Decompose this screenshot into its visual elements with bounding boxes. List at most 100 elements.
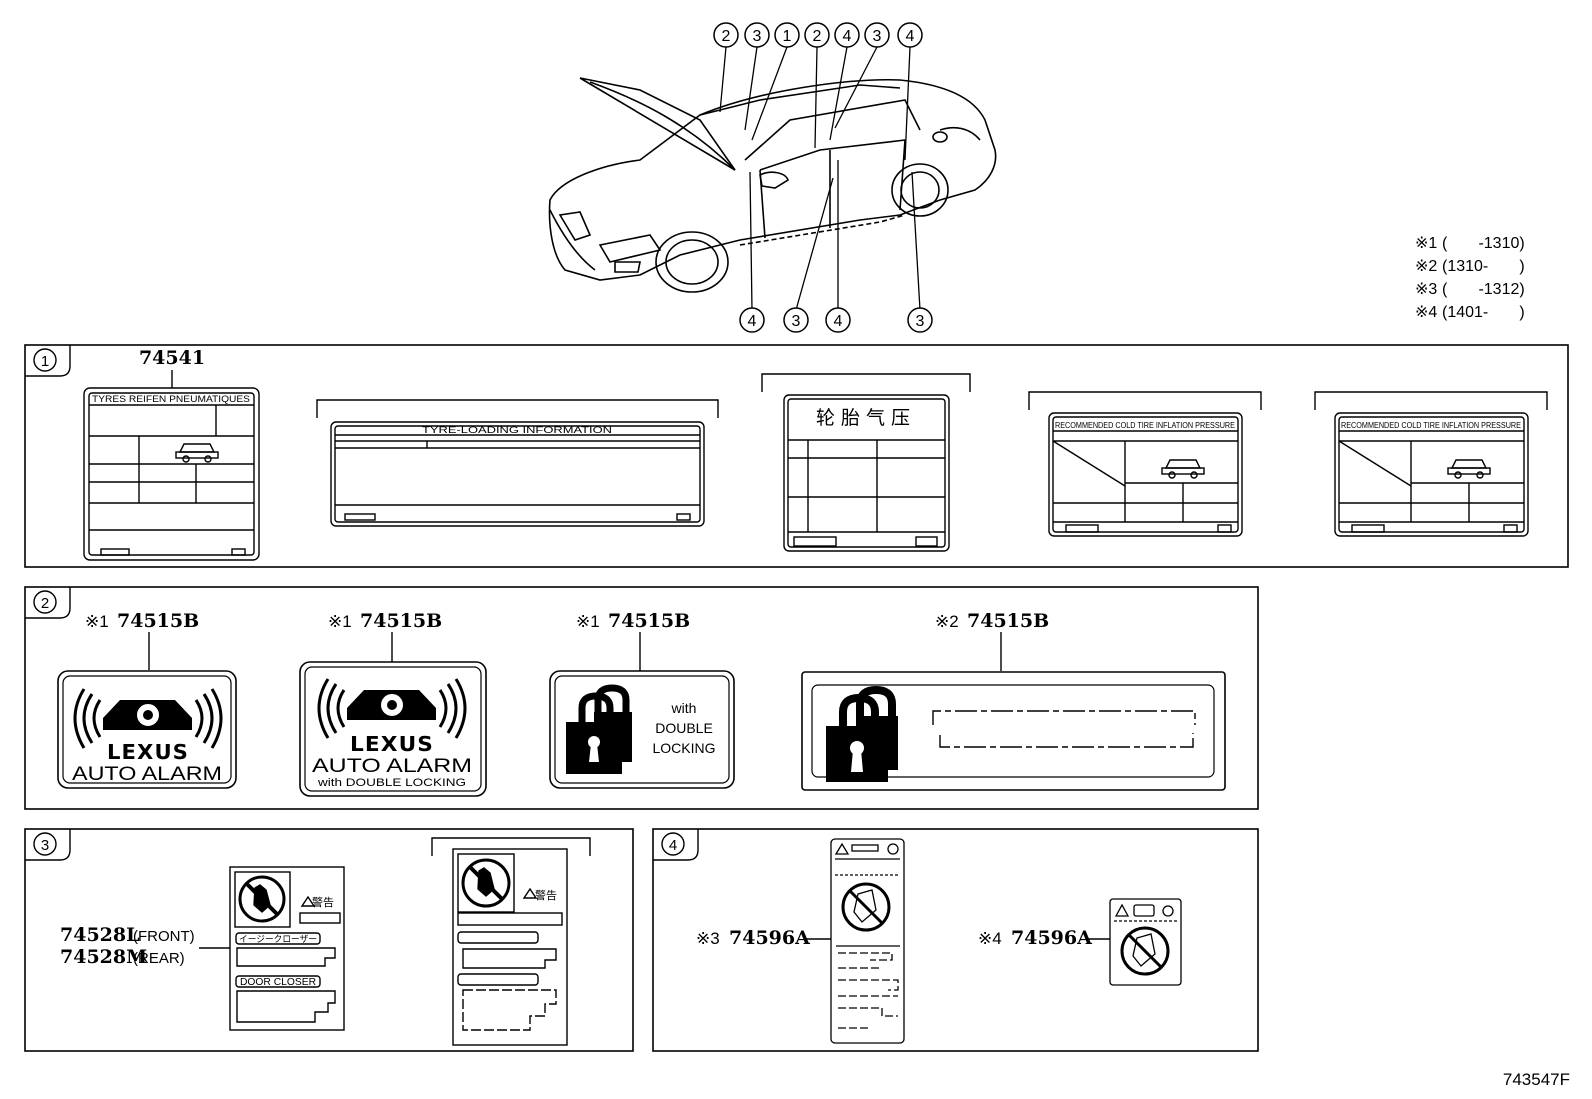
panel-2-mark-4: ※2 xyxy=(935,612,959,631)
callout-3: 1 xyxy=(774,22,800,48)
callout-number: 4 xyxy=(906,28,915,45)
part-number-74528L: 74528L xyxy=(60,924,139,946)
bottom-callouts: 4 3 4 3 xyxy=(739,307,933,333)
part-number-74528M: 74528M xyxy=(60,946,147,968)
airbag-warning-label-small xyxy=(1109,898,1182,986)
callout-number: 3 xyxy=(873,28,882,45)
car-icon xyxy=(1447,459,1491,479)
airbag-warning-label-tall xyxy=(830,838,905,1044)
car-icon xyxy=(175,443,219,463)
lock-text-line-1: with xyxy=(671,700,697,716)
jp-door-closer-text: イージークローザー xyxy=(239,934,317,945)
tyre-pressure-label-5 xyxy=(1314,391,1548,537)
callout-bottom-2: 3 xyxy=(783,307,809,333)
legend-mark: ※3 xyxy=(1415,281,1437,298)
panel-2-part-1: 74515B xyxy=(117,610,199,632)
panel-3: 3 74528L (FRONT) 74528M (REAR) 警告 イージークロ… xyxy=(24,828,634,1052)
diagram-id: 743547F xyxy=(1503,1070,1570,1089)
rear-label: (REAR) xyxy=(133,950,185,967)
callout-number: 2 xyxy=(722,28,731,45)
auto-alarm-text: AUTO ALARM xyxy=(72,764,222,785)
car-front-icon xyxy=(347,690,436,720)
callout-leaders xyxy=(719,46,921,311)
callout-7: 4 xyxy=(897,22,923,48)
sound-waves-icon xyxy=(317,678,467,739)
door-closer-label xyxy=(229,866,345,1031)
callout-bottom-1: 4 xyxy=(739,307,765,333)
callout-number: 1 xyxy=(783,28,792,45)
double-locking-label: with DOUBLE LOCKING xyxy=(549,670,735,789)
panel-2-mark-3: ※1 xyxy=(576,612,600,631)
callout-number: 4 xyxy=(834,313,843,330)
part-number-74541: 74541 xyxy=(139,347,205,369)
lock-text-line-2: DOUBLE xyxy=(655,720,713,736)
top-callouts: 2 3 1 2 4 3 4 xyxy=(713,22,923,48)
sound-waves-icon xyxy=(73,688,223,749)
panel-2-mark-1: ※1 xyxy=(85,612,109,631)
tyre-pressure-label-4 xyxy=(1028,391,1262,537)
legend-mark: ※1 xyxy=(1415,235,1437,252)
panel-4-part-1: 74596A xyxy=(729,927,810,949)
callout-1: 2 xyxy=(713,22,739,48)
legend-mark: ※2 xyxy=(1415,258,1437,275)
auto-alarm-double-locking-label: LEXUS AUTO ALARM with DOUBLE LOCKING xyxy=(299,661,487,797)
padlock-icon xyxy=(566,684,632,774)
tyre-pressure-label-cn-title: 轮胎气压 xyxy=(816,407,916,429)
lock-text-line-3: LOCKING xyxy=(652,740,715,756)
tyre-pressure-label-5-title: RECOMMENDED COLD TIRE INFLATION PRESSURE xyxy=(1341,421,1521,430)
auto-alarm-label: LEXUS AUTO ALARM xyxy=(57,670,237,789)
double-locking-subtext: with DOUBLE LOCKING xyxy=(317,777,466,789)
legend-range: ( -1312) xyxy=(1442,281,1525,298)
lexus-logo: LEXUS xyxy=(350,732,434,756)
tyre-pressure-label-cn xyxy=(761,373,971,552)
panel-4-part-2: 74596A xyxy=(1011,927,1092,949)
car-front-icon xyxy=(103,700,192,730)
callout-number: 3 xyxy=(792,313,801,330)
panel-2-part-4: 74515B xyxy=(967,610,1049,632)
panel-4: 4 ※3 74596A ※4 74596A xyxy=(652,828,1259,1052)
panel-2: 2 ※1 74515B ※1 74515B ※1 74515B ※2 74515… xyxy=(24,586,1259,810)
panel-2-part-3: 74515B xyxy=(608,610,690,632)
callout-number: 2 xyxy=(813,28,822,45)
door-closer-text: DOOR CLOSER xyxy=(240,977,316,988)
panel-3-number: 3 xyxy=(41,837,49,854)
panel-1-number: 1 xyxy=(41,353,49,370)
legend-range: ( -1310) xyxy=(1442,235,1525,252)
tyre-label-1 xyxy=(83,387,260,561)
padlock-icon xyxy=(826,685,898,782)
panel-2-number: 2 xyxy=(41,595,49,612)
double-locking-label-wide xyxy=(801,671,1226,791)
warning-text: 警告 xyxy=(312,895,334,909)
callout-6: 3 xyxy=(864,22,890,48)
callout-2: 3 xyxy=(744,22,770,48)
callout-bottom-4: 3 xyxy=(907,307,933,333)
car-illustration xyxy=(548,77,997,293)
tyre-pressure-label-4-title: RECOMMENDED COLD TIRE INFLATION PRESSURE xyxy=(1055,421,1235,430)
tyre-loading-label-title: TYRE-LOADING INFORMATION xyxy=(422,425,612,435)
warning-text: 警告 xyxy=(535,888,557,902)
panel-2-part-2: 74515B xyxy=(360,610,442,632)
legend-mark: ※4 xyxy=(1415,304,1437,321)
callout-number: 4 xyxy=(843,28,852,45)
callout-5: 4 xyxy=(834,22,860,48)
legend: ※1 ( -1310) ※2 (1310- ) ※3 ( -1312) ※4 (1401- ) xyxy=(1415,235,1525,321)
panel-2-mark-2: ※1 xyxy=(328,612,352,631)
front-label: (FRONT) xyxy=(133,928,195,945)
panel-4-mark-2: ※4 xyxy=(978,929,1002,948)
callout-number: 3 xyxy=(916,313,925,330)
lexus-logo: LEXUS xyxy=(107,740,189,764)
door-closer-label-alt xyxy=(431,837,591,1046)
car-icon xyxy=(1161,459,1205,479)
auto-alarm-text: AUTO ALARM xyxy=(312,756,472,777)
legend-range: (1310- ) xyxy=(1442,258,1525,275)
callout-bottom-3: 4 xyxy=(825,307,851,333)
panel-1: 1 74541 TYRES REIFEN PNEUMATIQUES xyxy=(24,344,1569,568)
callout-4: 2 xyxy=(804,22,830,48)
callout-number: 3 xyxy=(753,28,762,45)
tyre-label-1-title: TYRES REIFEN PNEUMATIQUES xyxy=(92,394,250,404)
panel-4-mark-1: ※3 xyxy=(696,929,720,948)
panel-4-number: 4 xyxy=(669,837,677,854)
tyre-loading-label xyxy=(316,399,719,527)
legend-range: (1401- ) xyxy=(1442,304,1525,321)
